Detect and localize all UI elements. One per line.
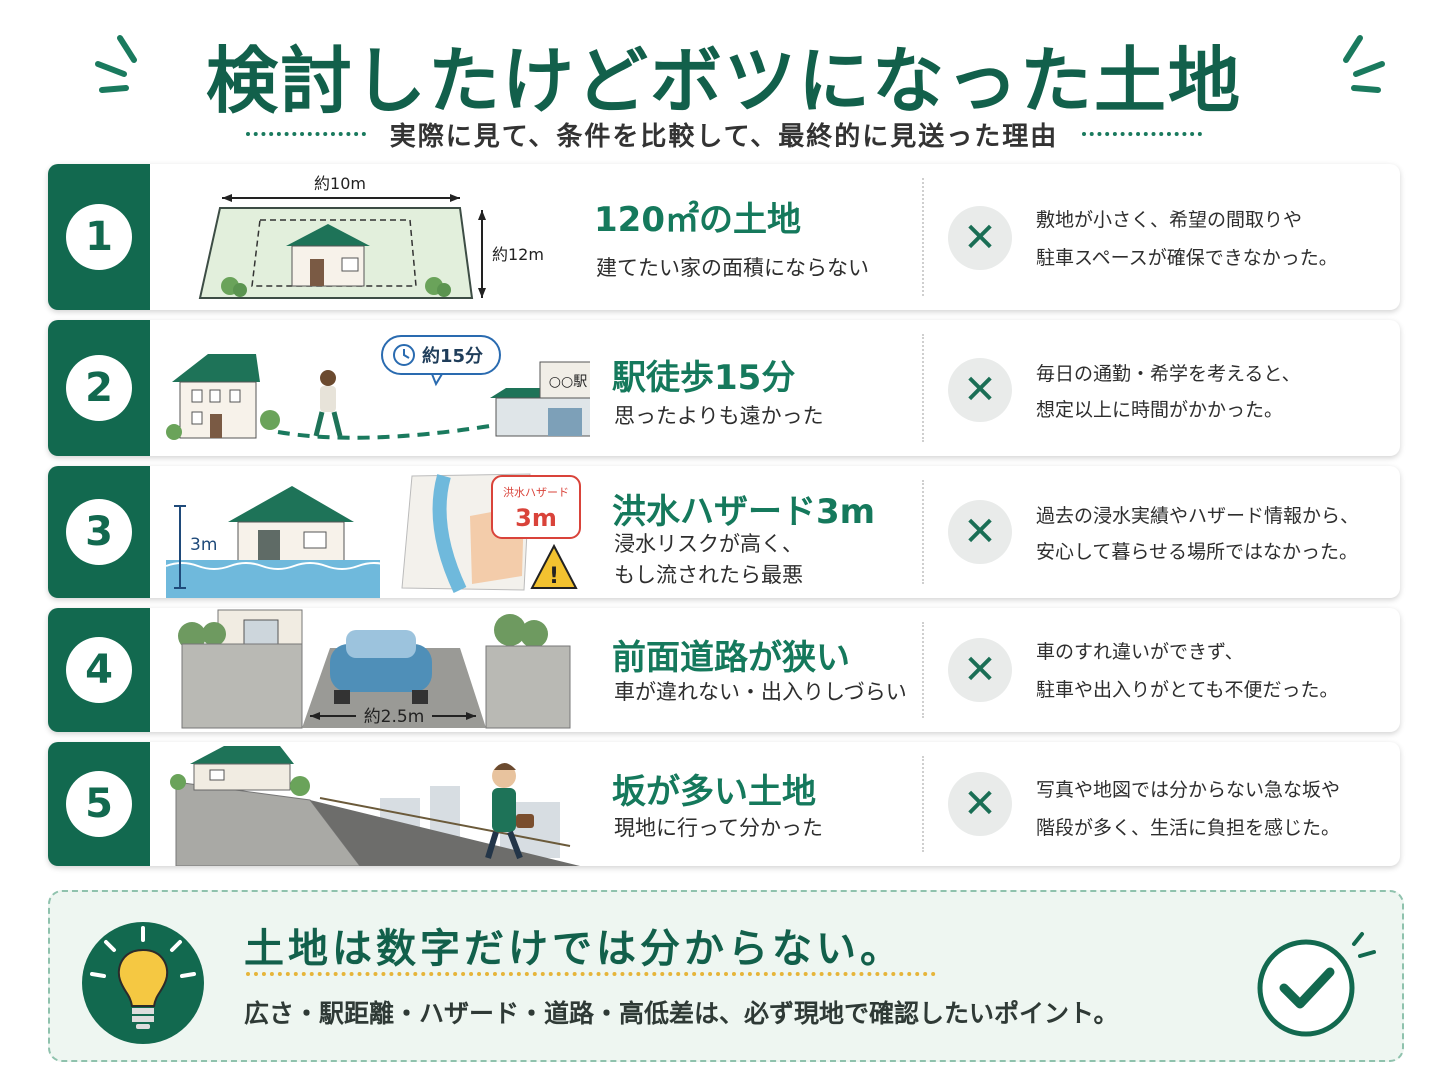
summary-box: 土地は数字だけでは分からない。 広さ・駅距離・ハザード・道路・高低差は、必ず現地… — [48, 890, 1404, 1062]
close-icon: ✕ — [948, 638, 1012, 702]
item-heading: 駅徒歩15分 — [612, 358, 796, 398]
item-subtext: 建てたい家の面積にならない — [596, 256, 869, 280]
dotted-divider-right — [1082, 132, 1203, 136]
close-icon: ✕ — [948, 358, 1012, 422]
map-badge-value: 3m — [515, 504, 557, 532]
checkmark-icon — [1257, 932, 1376, 1037]
dotted-divider-left — [245, 132, 366, 136]
item-number: 3 — [66, 499, 132, 565]
warning-icon — [530, 543, 578, 589]
reason-card-2: 2 約15分 ○○駅 駅徒歩15分 思ったよりも遠かった ✕ 毎日の通勤・希学を… — [48, 320, 1400, 456]
page-title: 検討したけどボツになった土地 — [205, 39, 1242, 123]
reason-line-2: 駐車スペースが確保できなかった。 — [1036, 247, 1338, 269]
close-icon: ✕ — [948, 206, 1012, 270]
map-badge-title: 洪水ハザード — [503, 485, 569, 499]
item-heading: 坂が多い土地 — [612, 772, 816, 812]
reason-line-1: 毎日の通勤・希学を考えると、 — [1036, 363, 1301, 385]
item-number: 4 — [66, 637, 132, 703]
land-plot-illustration: 約10m 約12m — [198, 174, 544, 299]
plot-width-label: 約10m — [314, 174, 366, 193]
reason-line-1: 敷地が小さく、希望の間取りや — [1036, 209, 1303, 231]
item-subtext-line-1: 浸水リスクが高く、 — [614, 532, 803, 556]
summary-underline — [246, 972, 936, 976]
item-heading: 洪水ハザード3m — [612, 492, 876, 532]
walk-to-station-illustration: 約15分 ○○駅 — [166, 335, 590, 440]
burst-left-icon — [95, 35, 137, 93]
column-divider — [922, 756, 924, 852]
flood-hazard-illustration: 3m 洪水ハザード 3m ! — [165, 473, 581, 598]
close-icon: ✕ — [948, 500, 1012, 564]
column-divider — [922, 178, 924, 296]
item-subtext: 現地に行って分かった — [614, 816, 823, 840]
item-subtext: 車が違れない・出入りしづらい — [614, 680, 907, 704]
svg-text:!: ! — [549, 564, 559, 589]
item-number: 2 — [66, 355, 132, 421]
road-width-label: 約2.5m — [364, 707, 425, 727]
close-icon: ✕ — [948, 772, 1012, 836]
reason-line-1: 過去の浸水実績やハザード情報から、 — [1036, 505, 1360, 527]
summary-heading: 土地は数字だけでは分からない。 — [244, 926, 904, 972]
steep-slope-illustration — [170, 746, 580, 866]
narrow-road-illustration: 約2.5m — [178, 609, 571, 729]
walk-time-label: 約15分 — [422, 345, 483, 367]
reason-card-3: 3 3m 洪水ハザード 3m ! 洪水ハザード3m 浸水リスクが高く、 もし流さ… — [48, 466, 1400, 598]
reason-line-2: 安心して暮らせる場所ではなかった。 — [1036, 541, 1359, 563]
plot-depth-label: 約12m — [492, 245, 544, 264]
item-subtext-line-2: もし流されたら最悪 — [614, 563, 803, 587]
reason-line-2: 階段が多く、生活に負担を感じた。 — [1036, 817, 1341, 839]
reason-card-1: 1 約10m 約12m 120㎡の土地 建てたい家の面積にならない ✕ 敷地が小… — [48, 164, 1400, 310]
reason-line-1: 車のすれ違いができず、 — [1036, 641, 1244, 663]
lightbulb-icon — [82, 922, 204, 1044]
item-subtext: 思ったよりも遠かった — [614, 404, 824, 428]
reason-card-5: 5 坂が多い土地 現地に行って分かった ✕ 写真や地図では分からない急な坂や 階… — [48, 742, 1400, 866]
column-divider — [922, 334, 924, 442]
column-divider — [922, 622, 924, 718]
column-divider — [922, 480, 924, 584]
page-subtitle: 実際に見て、条件を比較して、最終的に見送った理由 — [389, 121, 1059, 152]
reason-line-1: 写真や地図では分からない急な坂や — [1036, 779, 1341, 801]
station-label: ○○駅 — [549, 374, 587, 390]
reason-card-4: 4 約2.5m 前面道路が狭い 車が違れない・出入りしづらい ✕ 車のすれ違いが… — [48, 608, 1400, 732]
subtitle-row: 実際に見て、条件を比較して、最終的に見送った理由 — [0, 116, 1448, 152]
item-heading: 120㎡の土地 — [594, 200, 801, 240]
item-number: 1 — [66, 204, 132, 270]
flood-depth-label: 3m — [190, 535, 217, 555]
item-heading: 前面道路が狭い — [612, 638, 850, 678]
burst-right-icon — [1343, 35, 1385, 93]
item-number: 5 — [66, 771, 132, 837]
reason-line-2: 駐車や出入りがとても不便だった。 — [1036, 679, 1339, 701]
summary-subtext: 広さ・駅距離・ハザード・道路・高低差は、必ず現地で確認したいポイント。 — [244, 999, 1119, 1028]
reason-line-2: 想定以上に時間がかかった。 — [1036, 399, 1284, 421]
